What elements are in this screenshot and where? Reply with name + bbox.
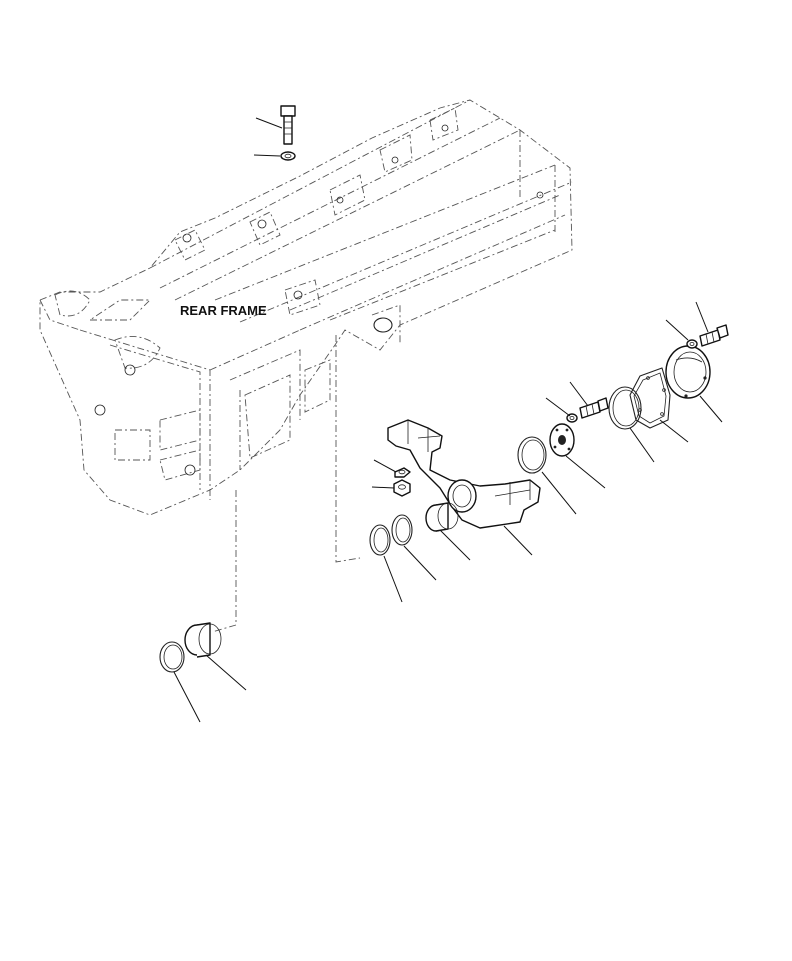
retainer-plate: [549, 423, 575, 457]
leader-lines: [173, 117, 723, 723]
bushing: [425, 502, 459, 532]
hex-nut: [393, 479, 411, 497]
end-cap: [665, 344, 711, 399]
cap-washer: [686, 339, 698, 349]
small-nut: [394, 467, 411, 478]
lower-bushing: [184, 622, 222, 658]
seal-ring: [517, 436, 547, 474]
assembly-center-lines: [211, 335, 361, 633]
o-ring-inner: [391, 514, 413, 546]
top-washer: [280, 151, 296, 161]
shim-plate: [629, 367, 671, 429]
cap-bolt: [699, 324, 729, 347]
support-bracket: [387, 419, 541, 529]
top-bolt: [280, 105, 296, 145]
o-ring-outer: [369, 524, 391, 556]
plate-bolt: [579, 397, 609, 419]
shim-ring: [608, 386, 642, 430]
rear-frame-label: REAR FRAME: [180, 303, 267, 318]
rear-frame: [39, 99, 573, 516]
lower-o-ring: [159, 641, 185, 673]
